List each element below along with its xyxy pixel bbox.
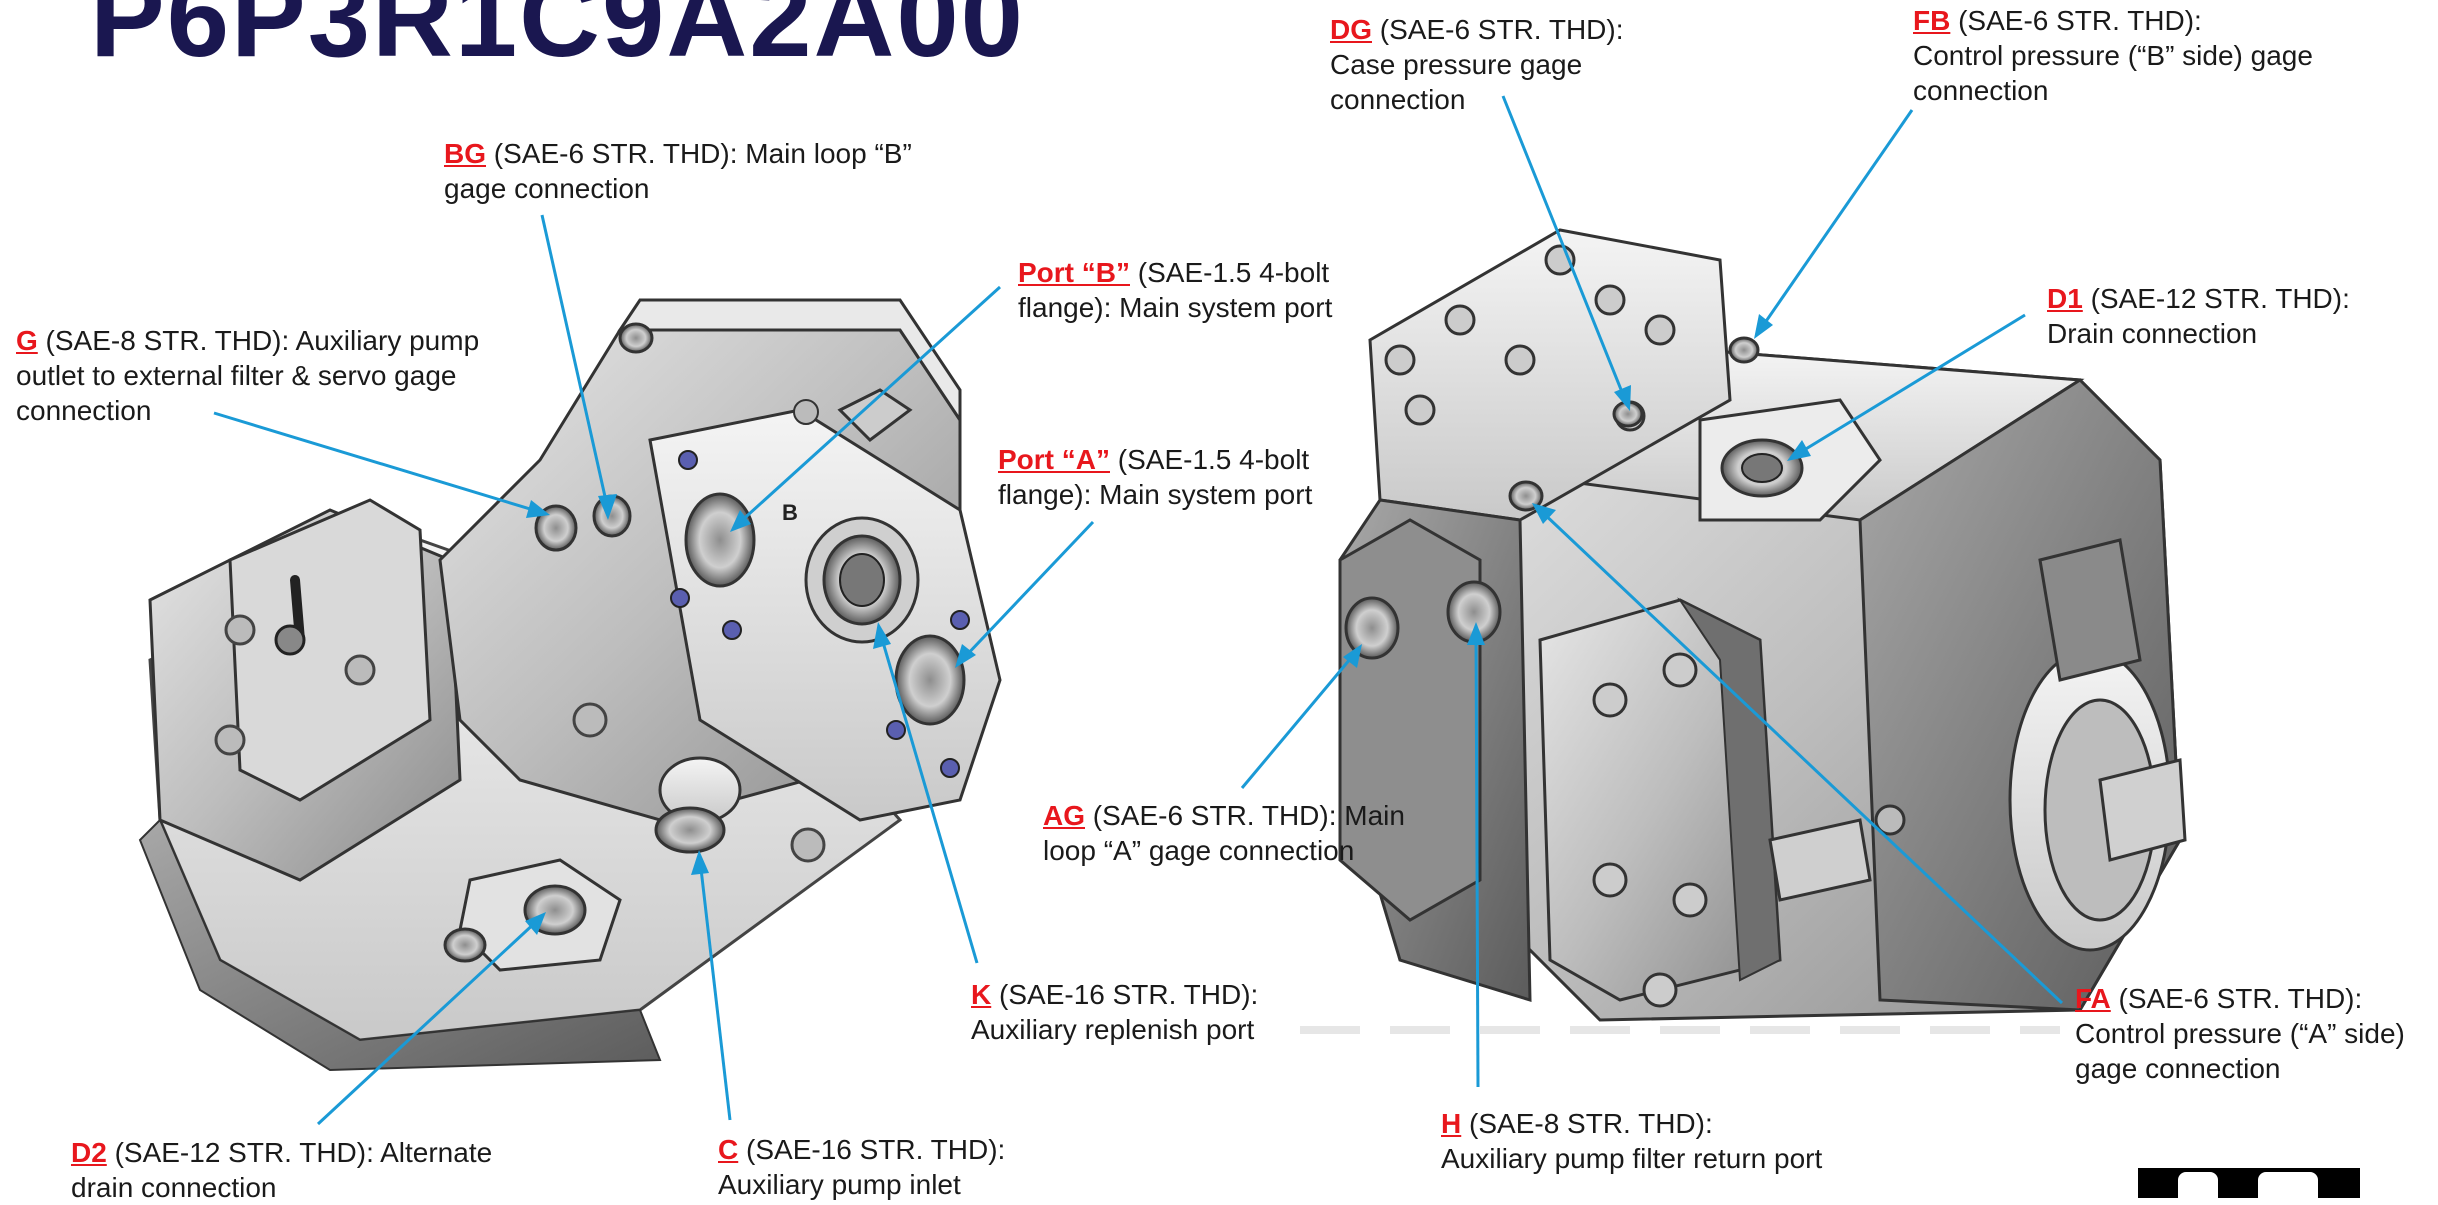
callout-h-text-2: Auxiliary pump filter return port	[1441, 1143, 1823, 1174]
callout-h-code: H	[1441, 1108, 1462, 1139]
callout-ag-text-2: loop “A” gage connection	[1043, 835, 1355, 866]
callout-port-b-text-2: flange): Main system port	[1018, 292, 1333, 323]
callout-bg: BG (SAE-6 STR. THD): Main loop “B” gage …	[444, 136, 912, 206]
callout-g-text-3: connection	[16, 395, 152, 426]
callout-port-b: Port “B” (SAE-1.5 4-bolt flange): Main s…	[1018, 255, 1332, 325]
callout-dg-text-2: Case pressure gage	[1330, 49, 1583, 80]
callout-bg-code: BG	[444, 138, 486, 169]
callout-h: H (SAE-8 STR. THD): Auxiliary pump filte…	[1441, 1106, 1822, 1176]
callout-port-a-code: Port “A”	[998, 444, 1110, 475]
callout-k: K (SAE-16 STR. THD): Auxiliary replenish…	[971, 977, 1258, 1047]
callout-bg-text-2: gage connection	[444, 173, 650, 204]
callout-port-a: Port “A” (SAE-1.5 4-bolt flange): Main s…	[998, 442, 1312, 512]
brand-logo	[2138, 1168, 2360, 1198]
callout-c: C (SAE-16 STR. THD): Auxiliary pump inle…	[718, 1132, 1005, 1202]
right-pump-image	[1300, 228, 2187, 1034]
callout-g-text: (SAE-8 STR. THD): Auxiliary pump	[37, 325, 480, 356]
left-pump-image: B	[138, 298, 1002, 1072]
callout-c-code: C	[718, 1134, 739, 1165]
callout-fa-code: FA	[2075, 983, 2111, 1014]
callout-c-text-2: Auxiliary pump inlet	[718, 1169, 961, 1200]
callout-fb-code: FB	[1913, 5, 1951, 36]
callout-dg-text-3: connection	[1330, 84, 1466, 115]
callout-c-text: (SAE-16 STR. THD):	[738, 1134, 1006, 1165]
callout-ag-text: (SAE-6 STR. THD): Main	[1085, 800, 1405, 831]
callout-d2-code: D2	[71, 1137, 107, 1168]
callout-d1-code: D1	[2047, 283, 2083, 314]
callout-fb-text-2: Control pressure (“B” side) gage	[1913, 40, 2313, 71]
callout-bg-text: (SAE-6 STR. THD): Main loop “B”	[486, 138, 912, 169]
callout-d2-text-2: drain connection	[71, 1172, 277, 1203]
callout-fa-text: (SAE-6 STR. THD):	[2110, 983, 2363, 1014]
flange-letter: B	[782, 500, 798, 525]
callout-dg-text: (SAE-6 STR. THD):	[1372, 14, 1624, 45]
callout-fa: FA (SAE-6 STR. THD): Control pressure (“…	[2075, 981, 2405, 1086]
callout-port-a-text: (SAE-1.5 4-bolt	[1110, 444, 1310, 475]
callout-fb-text: (SAE-6 STR. THD):	[1950, 5, 2202, 36]
callout-dg-code: DG	[1330, 14, 1372, 45]
callout-k-text-2: Auxiliary replenish port	[971, 1014, 1255, 1045]
callout-fb-text-3: connection	[1913, 75, 2049, 106]
callout-fa-text-2: Control pressure (“A” side)	[2075, 1018, 2405, 1049]
callout-port-b-text: (SAE-1.5 4-bolt	[1130, 257, 1330, 288]
callout-d1: D1 (SAE-12 STR. THD): Drain connection	[2047, 281, 2350, 351]
callout-d2-text: (SAE-12 STR. THD): Alternate	[106, 1137, 493, 1168]
callout-g: G (SAE-8 STR. THD): Auxiliary pump outle…	[16, 323, 479, 428]
callout-fb: FB (SAE-6 STR. THD): Control pressure (“…	[1913, 3, 2313, 108]
callout-ag-code: AG	[1043, 800, 1085, 831]
page-title: P6P3R1C9A2A00	[90, 0, 1025, 80]
callout-k-code: K	[971, 979, 992, 1010]
leader-lines	[213, 95, 2064, 1126]
callout-port-a-text-2: flange): Main system port	[998, 479, 1313, 510]
callout-port-b-code: Port “B”	[1018, 257, 1130, 288]
callout-g-text-2: outlet to external filter & servo gage	[16, 360, 457, 391]
callout-ag: AG (SAE-6 STR. THD): Main loop “A” gage …	[1043, 798, 1405, 868]
callout-h-text: (SAE-8 STR. THD):	[1461, 1108, 1713, 1139]
callout-d2: D2 (SAE-12 STR. THD): Alternate drain co…	[71, 1135, 492, 1205]
callout-g-code: G	[16, 325, 38, 356]
callout-dg: DG (SAE-6 STR. THD): Case pressure gage …	[1330, 12, 1624, 117]
callout-d1-text-2: Drain connection	[2047, 318, 2258, 349]
callout-d1-text: (SAE-12 STR. THD):	[2082, 283, 2350, 314]
callout-fa-text-3: gage connection	[2075, 1053, 2281, 1084]
callout-k-text: (SAE-16 STR. THD):	[991, 979, 1259, 1010]
